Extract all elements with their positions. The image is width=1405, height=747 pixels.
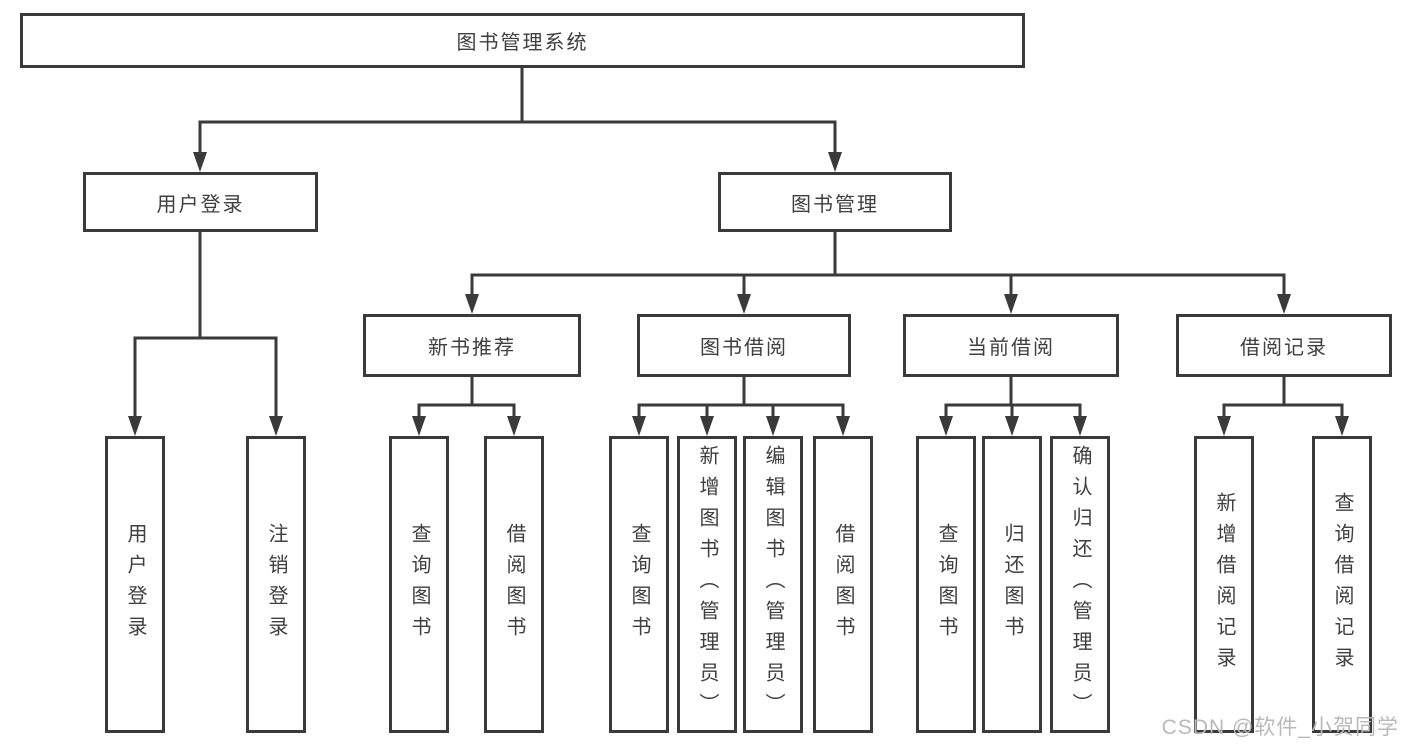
leaf-confirm-return-admin-label: 确认归还（管理员） [1069, 445, 1091, 724]
node-book-borrow-label: 图书借阅 [700, 337, 788, 359]
node-user-login-module: 用户登录 [83, 172, 318, 232]
leaf-user-login: 用户登录 [105, 436, 165, 733]
leaf-borrow-books-recommend-label: 借阅图书 [503, 522, 525, 647]
leaf-return-books: 归还图书 [982, 436, 1042, 733]
watermark: CSDN @软件_小贺同学 [1161, 716, 1399, 739]
node-library-system-label: 图书管理系统 [456, 32, 589, 54]
leaf-borrow-books-label: 借阅图书 [832, 522, 854, 647]
leaf-add-books-admin: 新增图书（管理员） [677, 436, 737, 733]
leaf-user-login-label: 用户登录 [124, 522, 146, 647]
leaf-logout: 注销登录 [246, 436, 306, 733]
leaf-borrow-books-recommend: 借阅图书 [484, 436, 544, 733]
leaf-query-books-borrow-label: 查询图书 [628, 522, 650, 647]
leaf-query-borrow-record-label: 查询借阅记录 [1331, 491, 1353, 678]
node-borrow-records-label: 借阅记录 [1240, 337, 1328, 359]
arrowheads [128, 152, 1349, 436]
leaf-add-books-admin-label: 新增图书（管理员） [696, 445, 718, 724]
node-borrow-records: 借阅记录 [1176, 314, 1392, 377]
leaf-borrow-books: 借阅图书 [813, 436, 873, 733]
node-user-login-module-label: 用户登录 [156, 193, 245, 216]
leaf-logout-label: 注销登录 [265, 522, 287, 647]
node-library-system: 图书管理系统 [20, 13, 1025, 68]
node-new-book-recommend: 新书推荐 [363, 314, 581, 377]
leaf-edit-books-admin: 编辑图书（管理员） [743, 436, 803, 733]
leaf-query-books-borrow: 查询图书 [609, 436, 669, 733]
leaf-query-borrow-record: 查询借阅记录 [1312, 436, 1372, 733]
leaf-confirm-return-admin: 确认归还（管理员） [1050, 436, 1110, 733]
leaf-add-borrow-record-label: 新增借阅记录 [1213, 491, 1235, 678]
node-book-management-label: 图书管理 [791, 193, 879, 216]
leaf-query-books-current-label: 查询图书 [935, 522, 957, 647]
leaf-return-books-label: 归还图书 [1001, 522, 1023, 647]
leaf-query-books-recommend-label: 查询图书 [408, 522, 430, 647]
connector-paths [133, 68, 1344, 420]
node-book-management: 图书管理 [718, 172, 952, 232]
leaf-add-borrow-record: 新增借阅记录 [1194, 436, 1254, 733]
node-current-borrow: 当前借阅 [903, 314, 1119, 377]
node-current-borrow-label: 当前借阅 [967, 337, 1055, 359]
leaf-query-books-current: 查询图书 [916, 436, 976, 733]
leaf-query-books-recommend: 查询图书 [389, 436, 449, 733]
node-new-book-recommend-label: 新书推荐 [428, 337, 516, 359]
leaf-edit-books-admin-label: 编辑图书（管理员） [762, 445, 784, 724]
node-book-borrow: 图书借阅 [637, 314, 851, 377]
